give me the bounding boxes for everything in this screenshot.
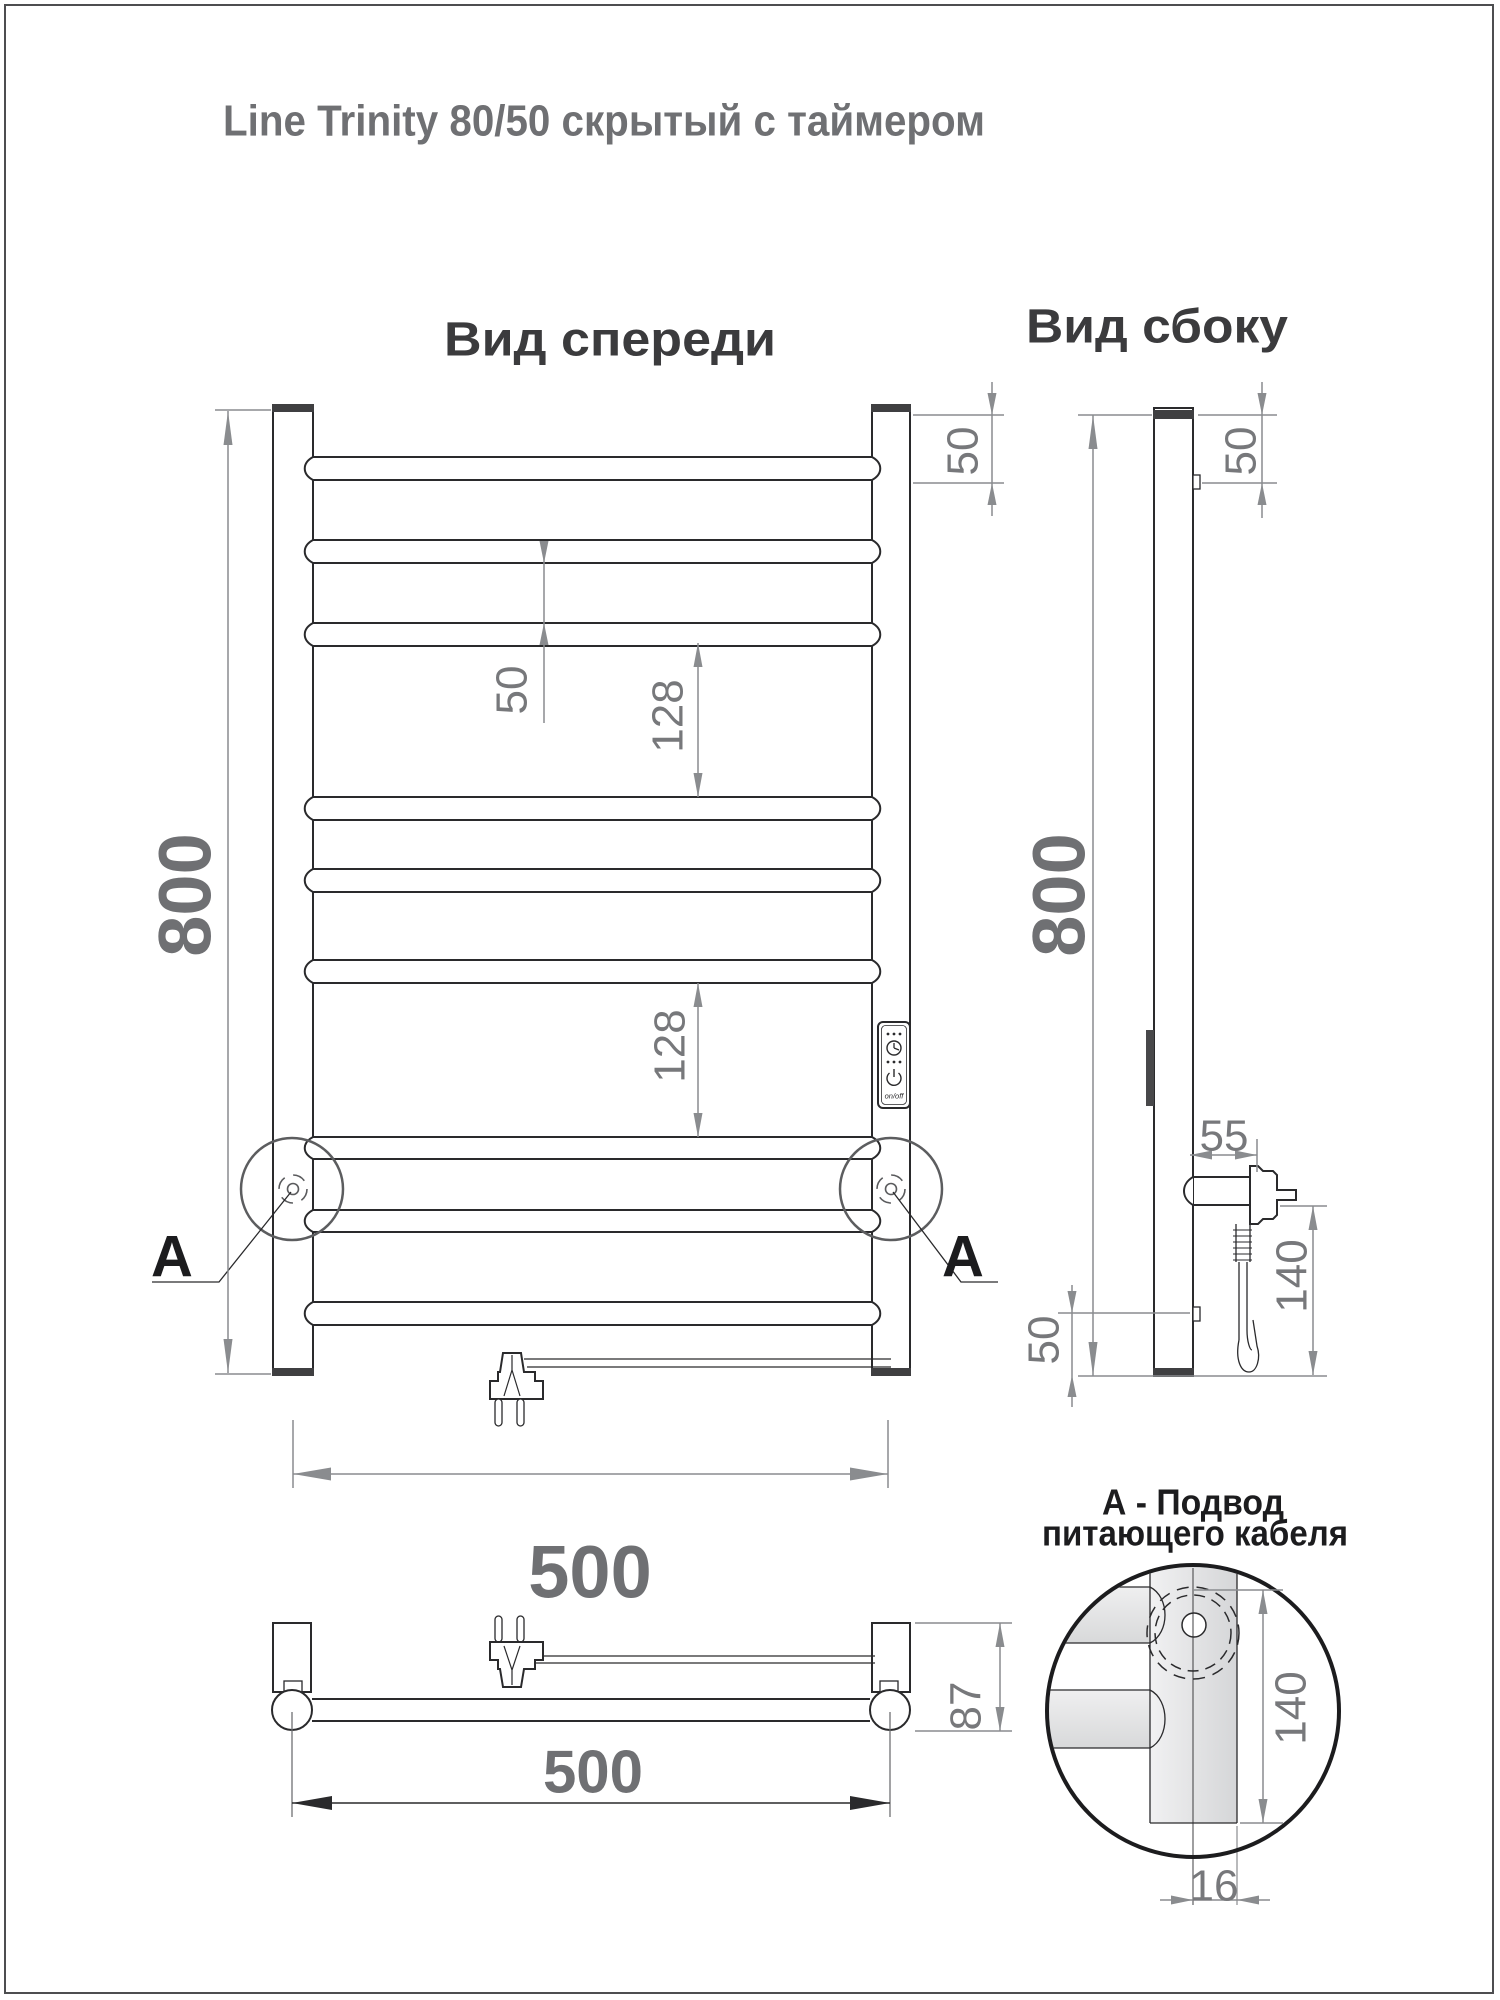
side-view-drawing [1146,407,1297,1377]
callout-label-right: А [942,1225,984,1290]
dim-side-element-length: 140 [1268,1239,1317,1312]
side-post-bottom-cap [1153,1368,1194,1376]
rung-fill [304,1302,881,1325]
side-heating-element-loop [1237,1319,1260,1373]
page-title: Line Trinity 80/50 скрытый с таймером [223,97,985,146]
callout-label-left: А [151,1225,193,1290]
callout-circle-right [838,1136,944,1242]
callout-circle-left [239,1136,345,1242]
rung [303,456,882,481]
dim-front-width: 500 [528,1531,651,1614]
front-view-drawing: А А on/off [151,404,998,1427]
timer-onoff-label: on/off [885,1092,905,1101]
dim-detail-cable-offset: 16 [1190,1862,1239,1911]
front-left-post-top-cap [272,404,314,412]
side-timer-panel [1146,1030,1154,1106]
detail-circle [1045,1563,1341,1859]
bottom-power-plug [489,1615,875,1688]
front-right-post-top-cap [871,404,911,412]
dim-side-bracket-depth: 55 [1200,1112,1249,1161]
rung-fill [304,457,881,480]
dim-detail-cable-length: 140 [1267,1671,1316,1744]
rung-fill [304,623,881,646]
dim-bottom-depth: 87 [942,1682,991,1731]
rung-fill [304,1210,881,1232]
rung-fill [304,1137,881,1159]
side-post-top-cap [1153,410,1194,419]
bottom-view-drawing [271,1615,911,1731]
front-dimensions: 800 50 50 128 128 500 [144,382,1004,1614]
dim-front-rung-gap: 50 [488,666,537,715]
rung [303,539,882,564]
dim-front-height: 800 [144,833,227,956]
side-dimensions: 800 50 55 140 50 [1018,382,1327,1407]
rung [303,622,882,647]
rung-fill [304,960,881,983]
detail-view-drawing: А - Подвод питающего кабеля 140 16 [1042,1482,1348,1911]
rung [303,1301,882,1326]
detail-caption-line1: А - Подвод [1102,1482,1284,1523]
side-plug [1249,1165,1297,1225]
dim-side-height: 800 [1018,833,1101,956]
detail-caption-line2: питающего кабеля [1042,1513,1348,1554]
dim-side-top-offset: 50 [1217,427,1266,476]
dim-front-top-offset: 50 [939,427,988,476]
page-border [4,4,1494,1994]
detail-tube-upper [1049,1587,1150,1643]
side-cable-assembly [1183,1165,1297,1373]
side-wall-bracket-bottom [1192,1306,1201,1322]
dim-bottom-width: 500 [543,1739,643,1806]
rung-fill [304,797,881,820]
dim-side-bottom-offset: 50 [1020,1316,1069,1365]
rung [303,1209,882,1233]
callout-leader-left [152,1191,292,1283]
timer-clock-icon [886,1040,902,1056]
rung-fill [304,869,881,892]
timer-power-icon [886,1069,902,1087]
cable-entry-fitting-left [278,1174,308,1204]
front-view-label: Вид спереди [444,314,776,367]
cable-entry-fitting-right [876,1174,906,1204]
rung [303,868,882,893]
dim-front-section-lower: 128 [646,1009,695,1082]
rung [303,959,882,984]
callout-leader-right [892,1191,998,1283]
rung-fill [304,540,881,563]
timer-control-panel: on/off [877,1021,911,1109]
side-view-label: Вид сбоку [1026,301,1288,354]
rung [303,796,882,821]
front-left-post-bottom-cap [272,1368,314,1376]
front-power-plug [489,1352,891,1427]
side-post [1153,407,1194,1377]
rung [303,1136,882,1160]
dim-front-section-upper: 128 [644,679,693,752]
detail-tube-lower [1049,1690,1150,1748]
front-right-post-bottom-cap [871,1368,911,1376]
bottom-dimensions: 500 87 [291,1622,1012,1817]
side-wall-bracket-top [1192,474,1201,490]
front-rungs [303,456,882,1326]
